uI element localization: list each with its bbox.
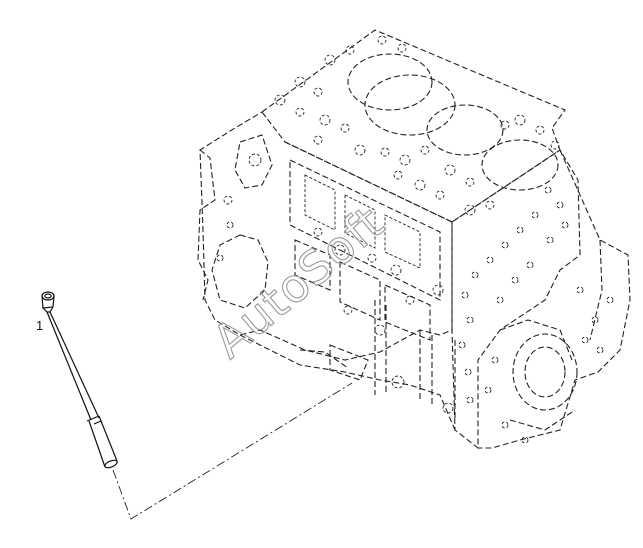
engine-block-drawing: [197, 29, 631, 450]
installation-leader-line: [112, 382, 353, 520]
part-1-tube: [41, 291, 118, 469]
watermark-text: AutoSoft: [202, 195, 394, 369]
callout-1: 1: [36, 318, 43, 333]
